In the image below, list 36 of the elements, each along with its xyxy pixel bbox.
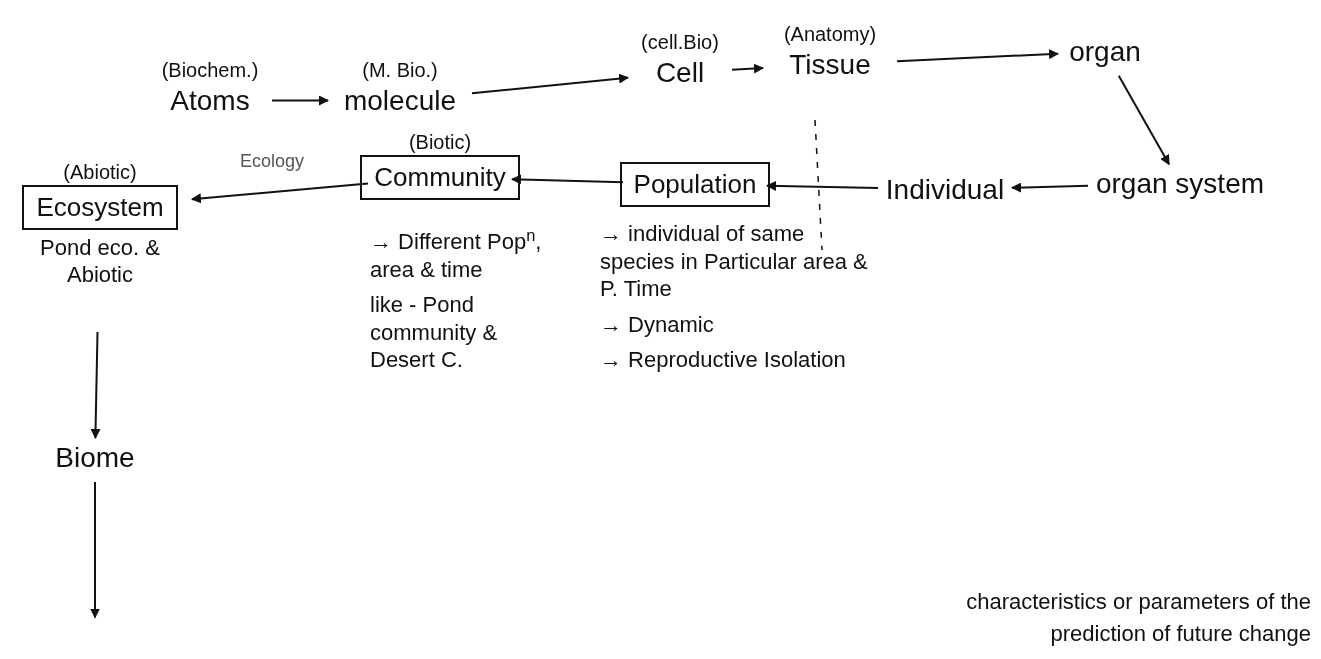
level-text: Tissue	[789, 48, 871, 82]
heading-text: (M. Bio.)	[362, 58, 438, 83]
heading-text: (Anatomy)	[783, 22, 877, 47]
note-text: → Dynamic	[600, 310, 715, 338]
level-text: Ecosystem	[36, 192, 164, 222]
note-text: → individual of same species in Particular area & P. Time	[600, 220, 869, 303]
arrow	[90, 481, 100, 619]
arrow	[1117, 74, 1171, 166]
note-text: prediction of future change	[1050, 620, 1311, 648]
level-text: Community	[374, 162, 506, 192]
heading-text: (Biotic)	[408, 130, 472, 155]
level-text: Population	[633, 169, 757, 199]
level-text: organ	[1069, 35, 1141, 69]
arrow	[90, 331, 101, 439]
arrow	[271, 95, 329, 106]
arrow	[896, 49, 1059, 63]
level-text: Individual	[885, 173, 1005, 207]
note-text: Pond eco. & Abiotic	[39, 233, 161, 289]
heading-text: (Abiotic)	[63, 160, 137, 185]
arrow	[766, 180, 879, 191]
arrow	[471, 73, 629, 95]
arrow	[191, 182, 369, 204]
note-text: → Reproductive Isolation	[600, 346, 847, 374]
level-text: organ system	[1095, 167, 1265, 201]
level-text: molecule	[343, 84, 457, 118]
heading-text: (Biochem.)	[161, 58, 259, 83]
heading-text: (cell.Bio)	[641, 30, 719, 55]
level-text: Atoms	[170, 84, 250, 118]
arrow	[731, 63, 764, 74]
note-text: like - Pond community & Desert C.	[370, 291, 499, 374]
arrow	[1011, 182, 1089, 193]
level-text: Cell	[655, 56, 705, 90]
note-text: Ecology	[240, 150, 305, 173]
note-text: characteristics or parameters of the	[966, 588, 1311, 616]
level-text: Biome	[55, 441, 135, 475]
arrow	[511, 174, 624, 185]
